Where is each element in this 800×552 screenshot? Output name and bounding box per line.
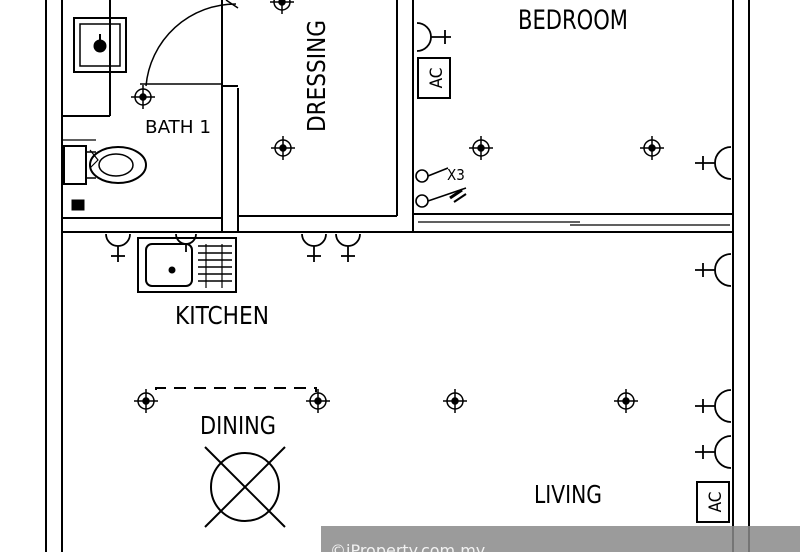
switch-icon [415, 169, 429, 183]
light-point-icon [131, 85, 155, 109]
room-label-dining: DINING [200, 411, 276, 440]
light-point-icon [270, 0, 294, 14]
power-outlet-icon [335, 233, 361, 262]
light-point-icon [134, 389, 158, 413]
power-outlet-icon [695, 146, 732, 180]
ac-unit-living: AC [696, 481, 730, 523]
room-label-kitchen: KITCHEN [175, 301, 269, 330]
washbasin-icon [73, 17, 127, 73]
dining-light-link [155, 387, 317, 392]
walls [45, 0, 750, 552]
power-outlet-icon [105, 233, 131, 262]
kitchen-sink-icon [137, 237, 237, 293]
watermark-bar [321, 526, 800, 552]
toilet-icon [63, 145, 147, 185]
room-label-bath: BATH 1 [145, 117, 211, 138]
light-point-icon [271, 136, 295, 160]
switch-count-label: X3 [447, 166, 465, 184]
power-outlet-icon [695, 253, 732, 287]
light-point-icon [443, 389, 467, 413]
light-point-icon [306, 389, 330, 413]
ceiling-lights [131, 0, 664, 413]
power-outlet-icon [695, 389, 732, 423]
wall-outlets [105, 22, 732, 469]
room-label-living: LIVING [534, 480, 602, 509]
light-switches [415, 167, 467, 208]
power-outlet-icon [301, 233, 327, 262]
power-outlet-icon [695, 435, 732, 469]
light-point-icon [640, 136, 664, 160]
pendant-light-icon [204, 446, 286, 528]
bath-fixtures [63, 0, 239, 211]
light-point-icon [469, 136, 493, 160]
svg-text:AC: AC [706, 492, 726, 513]
watermark-text: ©iProperty.com.my [330, 541, 485, 552]
room-label-bedroom: BEDROOM [518, 5, 628, 36]
room-label-dressing: DRESSING [302, 20, 331, 132]
svg-text:AC: AC [427, 68, 447, 89]
switch-icon [415, 194, 429, 208]
ac-unit-bedroom: AC [417, 57, 451, 99]
power-outlet-icon [416, 22, 451, 52]
power-outlet-icon [175, 233, 197, 252]
light-point-icon [614, 389, 638, 413]
